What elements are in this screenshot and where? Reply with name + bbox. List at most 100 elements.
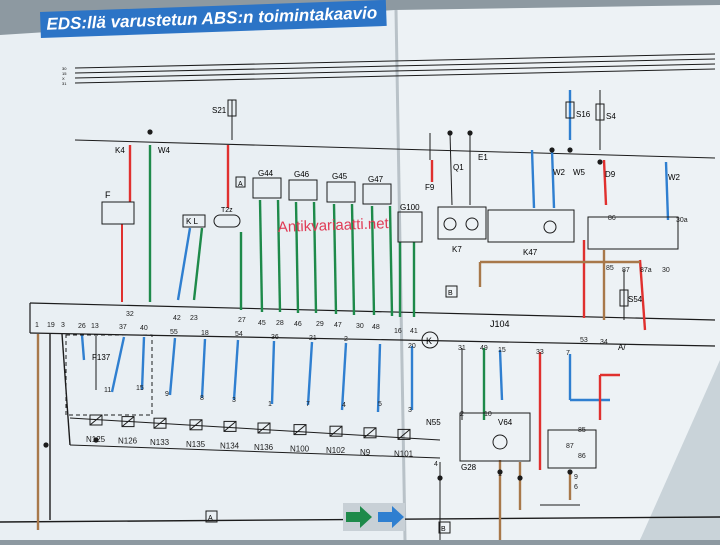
junction-dot-10 [43, 442, 49, 448]
k7-lamp-icon-2 [465, 217, 479, 231]
v64-pump-box [459, 412, 531, 462]
wire-code-w5: W5 [573, 168, 586, 177]
top-pin-number: 47 [334, 322, 342, 329]
component-f9-label: F9 [425, 183, 435, 192]
top-pin-number: 34 [600, 339, 608, 346]
wire-20 [449, 132, 453, 206]
top-pin-number: 23 [190, 315, 198, 322]
bottom-pin-number: 36 [271, 334, 279, 341]
junction-dot-8 [517, 475, 523, 481]
valve-diagonal [153, 417, 167, 429]
rail-label-15: 15 [62, 71, 67, 76]
wire-45 [306, 341, 314, 406]
top-pin-number: 42 [173, 315, 181, 322]
k-warning-label: K [426, 336, 432, 346]
bottom-pin-number: 37 [119, 324, 127, 331]
bottom-pin-number: 19 [47, 322, 55, 329]
a-connector-label: A/ [618, 343, 626, 352]
k7-label: K7 [452, 245, 462, 254]
bottom-pin-number: 49 [480, 345, 488, 352]
k7-box [437, 206, 487, 240]
wire-code-e1: E1 [478, 153, 488, 162]
wire-11 [312, 201, 318, 314]
wire-6 [192, 227, 204, 301]
valve-diagonal [257, 422, 271, 434]
bottom-pin-number: 21 [309, 335, 317, 342]
fuse-body-0 [227, 99, 237, 117]
sensor-g47-box [362, 183, 392, 205]
junction-dot-2 [467, 130, 473, 136]
connector-b-bottom-label: B [441, 526, 446, 533]
component-f-label: F [105, 190, 111, 200]
connector-a-small-label: A [238, 181, 243, 188]
mid-pin-number: 11 [104, 387, 111, 394]
blue-arrow-icon[interactable] [378, 506, 404, 528]
ground-bus-upper [74, 139, 716, 159]
bottom-pin-number: 31 [458, 345, 466, 352]
mid-pin-number: 4 [434, 461, 438, 468]
valve-label: N125 [86, 435, 106, 444]
connector-a-bottom-label: A [208, 515, 213, 522]
mid-pin-number: 86 [578, 453, 586, 460]
g100-box [397, 211, 423, 243]
green-arrow-icon[interactable] [346, 506, 372, 528]
fuse-s4: S4 [606, 112, 616, 121]
valve-label: N134 [220, 441, 240, 450]
wire-31 [638, 259, 647, 331]
valve-symbol [397, 428, 411, 440]
sensor-g46-box [288, 179, 318, 201]
wire-37 [80, 334, 86, 361]
g100-label: G100 [400, 203, 420, 212]
wire-43 [232, 339, 240, 401]
mid-pin-number: 9 [165, 391, 169, 398]
top-pin-number: 53 [580, 337, 588, 344]
k47-box [487, 209, 575, 243]
top-pin-number: 45 [258, 320, 266, 327]
top-pin-number: 32 [126, 311, 134, 318]
sensor-g44-box [252, 177, 282, 199]
relay-pin-number: 30a [676, 217, 688, 224]
valve-label: N136 [254, 443, 274, 452]
wire-5 [176, 227, 192, 301]
top-pin-number: 16 [394, 328, 402, 335]
valve-diagonal [189, 419, 203, 431]
wire-40 [140, 336, 146, 391]
valve-symbol [257, 422, 271, 434]
wire-44 [270, 340, 276, 405]
wire-36 [61, 333, 71, 446]
mid-pin-number: 15 [136, 385, 144, 392]
sensor-g47: G47 [368, 175, 384, 184]
junction-dot-6 [437, 475, 443, 481]
g28-label: G28 [461, 463, 477, 472]
kl-box [182, 214, 206, 228]
wire-60 [69, 417, 441, 441]
v64-motor-icon [492, 434, 508, 450]
wire-26 [602, 159, 608, 206]
junction-dot-7 [497, 469, 503, 475]
junction-dot-11 [93, 437, 99, 443]
mid-pin-number: 10 [484, 411, 492, 418]
mid-pin-number: 1 [268, 401, 272, 408]
bottom-pin-number: 54 [235, 331, 243, 338]
valve-diagonal [397, 429, 411, 440]
power-rails [74, 53, 716, 84]
valve-diagonal [293, 424, 307, 435]
relay-pin-number: 30 [662, 267, 670, 274]
fuse-body-2 [595, 103, 605, 121]
connector-b-box [445, 285, 458, 298]
bottom-pin-number: 2 [344, 336, 348, 343]
t2z-plug [213, 214, 241, 228]
wire-22 [530, 149, 536, 209]
page-curl [640, 360, 720, 540]
valve-symbol [121, 416, 135, 428]
top-pin-number: 46 [294, 321, 302, 328]
connector-a-small [235, 176, 246, 188]
wire-code-w2-right: W2 [668, 173, 681, 182]
bottom-pin-number: 15 [498, 347, 506, 354]
bottom-pin-number: 20 [408, 343, 416, 350]
junction-dot-5 [597, 159, 603, 165]
junction-dot-1 [447, 130, 453, 136]
